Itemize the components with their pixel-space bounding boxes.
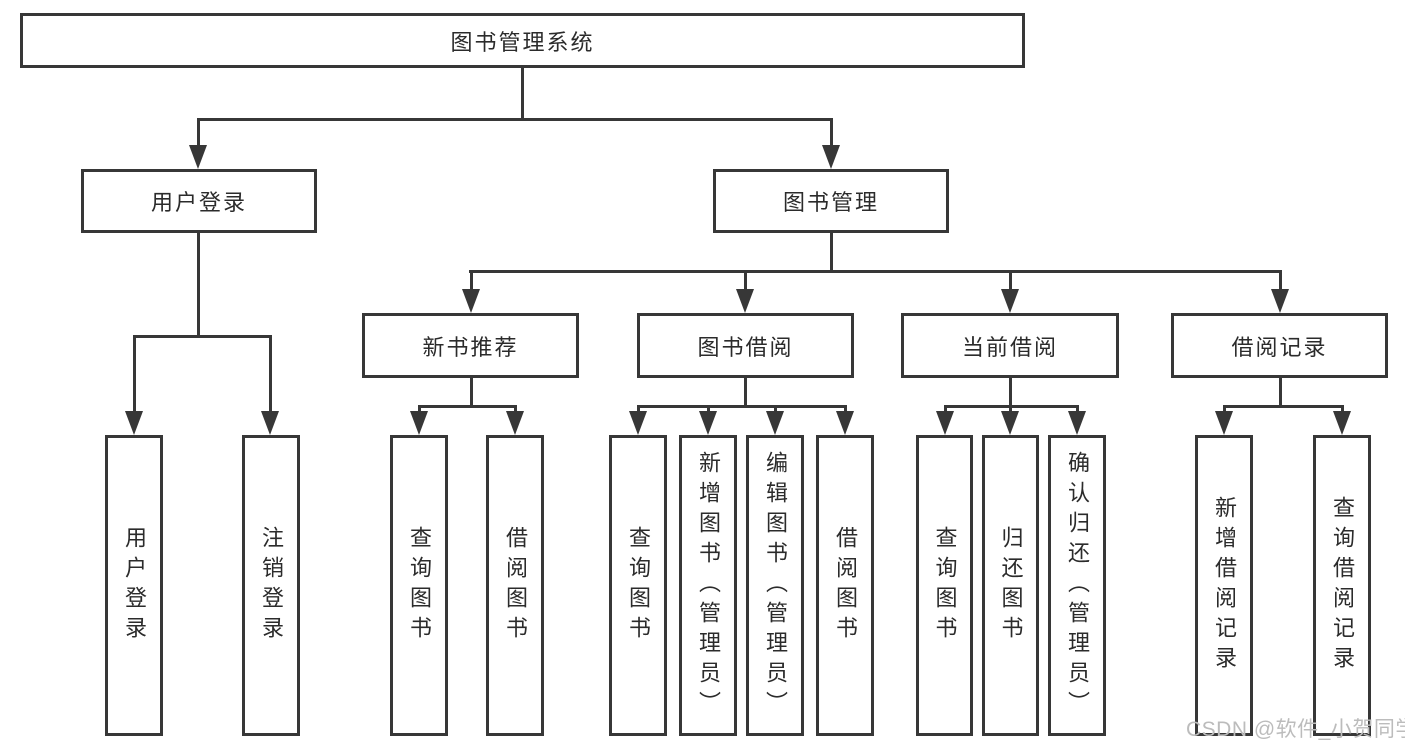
connector-root-stem: [521, 68, 524, 121]
connector-level2-bar: [197, 118, 833, 121]
leaf-borrow-books: 借阅图书: [816, 435, 874, 736]
node-book-management: 图书管理: [713, 169, 949, 233]
arrow-stem: [830, 118, 833, 147]
node-root-label: 图书管理系统: [450, 29, 595, 55]
arrowhead-down-icon: [1001, 411, 1019, 435]
leaf-logout-label: 注销登录: [259, 525, 284, 646]
connector-book-mgmt-stem: [830, 233, 833, 273]
arrowhead-down-icon: [836, 411, 854, 435]
leaf-return-book-label: 归还图书: [998, 525, 1024, 646]
arrow-stem: [514, 405, 517, 411]
arrow-stem: [944, 405, 947, 411]
arrowhead-down-icon: [766, 411, 784, 435]
node-user-login: 用户登录: [81, 169, 317, 233]
arrowhead-down-icon: [1215, 411, 1233, 435]
connector-current-borrow-stem: [1009, 378, 1012, 408]
leaf-edit-book-admin: 编辑图书（管理员）: [746, 435, 804, 736]
arrowhead-down-icon: [1068, 411, 1086, 435]
node-current-borrow: 当前借阅: [901, 313, 1119, 378]
leaf-query-borrow-record: 查询借阅记录: [1313, 435, 1371, 736]
arrowhead-down-icon: [629, 411, 647, 435]
arrow-stem: [1009, 270, 1012, 289]
node-current-borrow-label: 当前借阅: [961, 334, 1058, 360]
leaf-return-book: 归还图书: [982, 435, 1039, 736]
arrowhead-down-icon: [936, 411, 954, 435]
arrowhead-down-icon: [189, 145, 207, 169]
node-borrow-records-label: 借阅记录: [1231, 334, 1328, 360]
arrow-stem: [637, 405, 640, 411]
arrow-stem: [1341, 405, 1344, 411]
arrow-stem: [1279, 270, 1282, 289]
arrow-stem: [1009, 405, 1012, 411]
leaf-borrow-books-recommend-label: 借阅图书: [503, 525, 528, 646]
arrowhead-down-icon: [506, 411, 524, 435]
node-borrow-records: 借阅记录: [1171, 313, 1388, 378]
leaf-query-books-borrow: 查询图书: [609, 435, 667, 736]
node-book-borrow: 图书借阅: [637, 313, 854, 378]
connector-borrow-records-children-bar: [1223, 405, 1343, 408]
arrow-stem: [470, 270, 473, 289]
node-book-management-label: 图书管理: [782, 190, 879, 215]
leaf-query-books-borrow-label: 查询图书: [626, 525, 651, 646]
connector-new-book-children-bar: [418, 405, 516, 408]
leaf-user-login: 用户登录: [105, 435, 163, 736]
node-new-book-recommend-label: 新书推荐: [422, 334, 519, 360]
arrow-stem: [774, 405, 777, 411]
arrowhead-down-icon: [736, 289, 754, 313]
leaf-add-book-admin: 新增图书（管理员）: [679, 435, 737, 736]
connector-user-login-stem: [197, 233, 200, 338]
leaf-borrow-books-recommend: 借阅图书: [486, 435, 544, 736]
arrow-stem: [1076, 405, 1079, 411]
arrow-stem: [844, 405, 847, 411]
leaf-query-books-recommend: 查询图书: [390, 435, 448, 736]
arrowhead-down-icon: [1001, 289, 1019, 313]
connector-user-children-bar: [133, 335, 272, 338]
leaf-confirm-return-admin-label: 确认归还（管理员）: [1065, 450, 1090, 721]
connector-new-book-stem: [470, 378, 473, 408]
arrow-stem: [744, 270, 747, 289]
arrowhead-down-icon: [125, 411, 143, 435]
arrowhead-down-icon: [462, 289, 480, 313]
arrow-stem: [269, 335, 272, 411]
arrowhead-down-icon: [1333, 411, 1351, 435]
arrow-stem: [707, 405, 710, 411]
leaf-logout: 注销登录: [242, 435, 300, 736]
leaf-add-borrow-record-label: 新增借阅记录: [1212, 495, 1237, 676]
connector-book-borrow-children-bar: [637, 405, 846, 408]
arrowhead-down-icon: [699, 411, 717, 435]
csdn-watermark: CSDN @软件_小贺同学: [1186, 718, 1405, 741]
leaf-user-login-label: 用户登录: [122, 525, 147, 646]
arrow-stem: [418, 405, 421, 411]
leaf-add-book-admin-label: 新增图书（管理员）: [696, 450, 721, 721]
connector-borrow-records-stem: [1279, 378, 1282, 408]
node-new-book-recommend: 新书推荐: [362, 313, 579, 378]
connector-book-borrow-stem: [744, 378, 747, 408]
leaf-edit-book-admin-label: 编辑图书（管理员）: [763, 450, 788, 721]
leaf-query-books-current: 查询图书: [916, 435, 973, 736]
node-user-login-label: 用户登录: [150, 190, 247, 215]
leaf-query-borrow-record-label: 查询借阅记录: [1330, 495, 1355, 676]
arrow-stem: [197, 118, 200, 147]
leaf-query-books-recommend-label: 查询图书: [407, 525, 432, 646]
arrowhead-down-icon: [1271, 289, 1289, 313]
arrowhead-down-icon: [261, 411, 279, 435]
leaf-query-books-current-label: 查询图书: [932, 525, 958, 646]
arrow-stem: [1223, 405, 1226, 411]
arrow-stem: [133, 335, 136, 411]
connector-level3-bar: [469, 270, 1281, 273]
leaf-add-borrow-record: 新增借阅记录: [1195, 435, 1253, 736]
leaf-confirm-return-admin: 确认归还（管理员）: [1048, 435, 1106, 736]
arrowhead-down-icon: [410, 411, 428, 435]
node-root: 图书管理系统: [20, 13, 1025, 68]
leaf-borrow-books-label: 借阅图书: [833, 525, 858, 646]
node-book-borrow-label: 图书借阅: [697, 334, 794, 360]
arrowhead-down-icon: [822, 145, 840, 169]
